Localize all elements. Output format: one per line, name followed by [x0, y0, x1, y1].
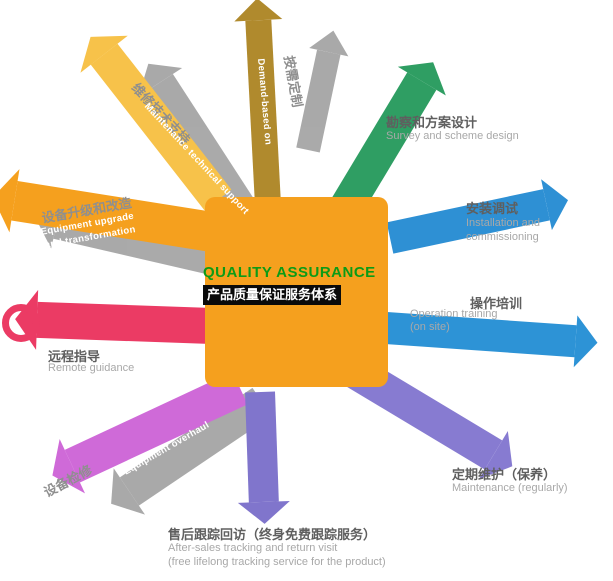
training-label-zh: 操作培训: [470, 296, 523, 311]
install-label-zh: 安装调试: [466, 201, 519, 216]
training-label-en-line2: (on site): [410, 321, 450, 333]
remote-label-en: Remote guidance: [48, 362, 135, 374]
install-label-en: Installation and commissioning: [466, 217, 540, 244]
maintenance-label-zh: 定期维护（保养）: [452, 467, 557, 482]
center-title-en: QUALITY ASSURANCE: [203, 264, 376, 281]
survey-label-en: Survey and scheme design: [386, 130, 519, 142]
remote-ring-icon: [2, 304, 40, 342]
demand-label-zh: 按需定制: [281, 54, 306, 109]
remote-label-zh: 远程指导: [48, 349, 101, 364]
maintenance-label-en: Maintenance (regularly): [452, 482, 568, 494]
aftersale-label-zh: 售后跟踪回访（终身免费跟踪服务）: [168, 527, 377, 542]
survey-label-zh: 勘察和方案设计: [386, 115, 478, 130]
center-title-zh: 产品质量保证服务体系: [203, 284, 342, 305]
aftersale-label-en-line2: (free lifelong tracking service for the …: [168, 556, 386, 568]
aftersale-arrow: [245, 391, 279, 503]
center-title: QUALITY ASSURANCE 产品质量保证服务体系: [203, 264, 403, 305]
training-label-en-line1: Operation training: [410, 308, 498, 320]
aftersale-label-en-line1: After-sales tracking and return visit: [168, 542, 338, 554]
remote-arrow: [36, 301, 213, 344]
